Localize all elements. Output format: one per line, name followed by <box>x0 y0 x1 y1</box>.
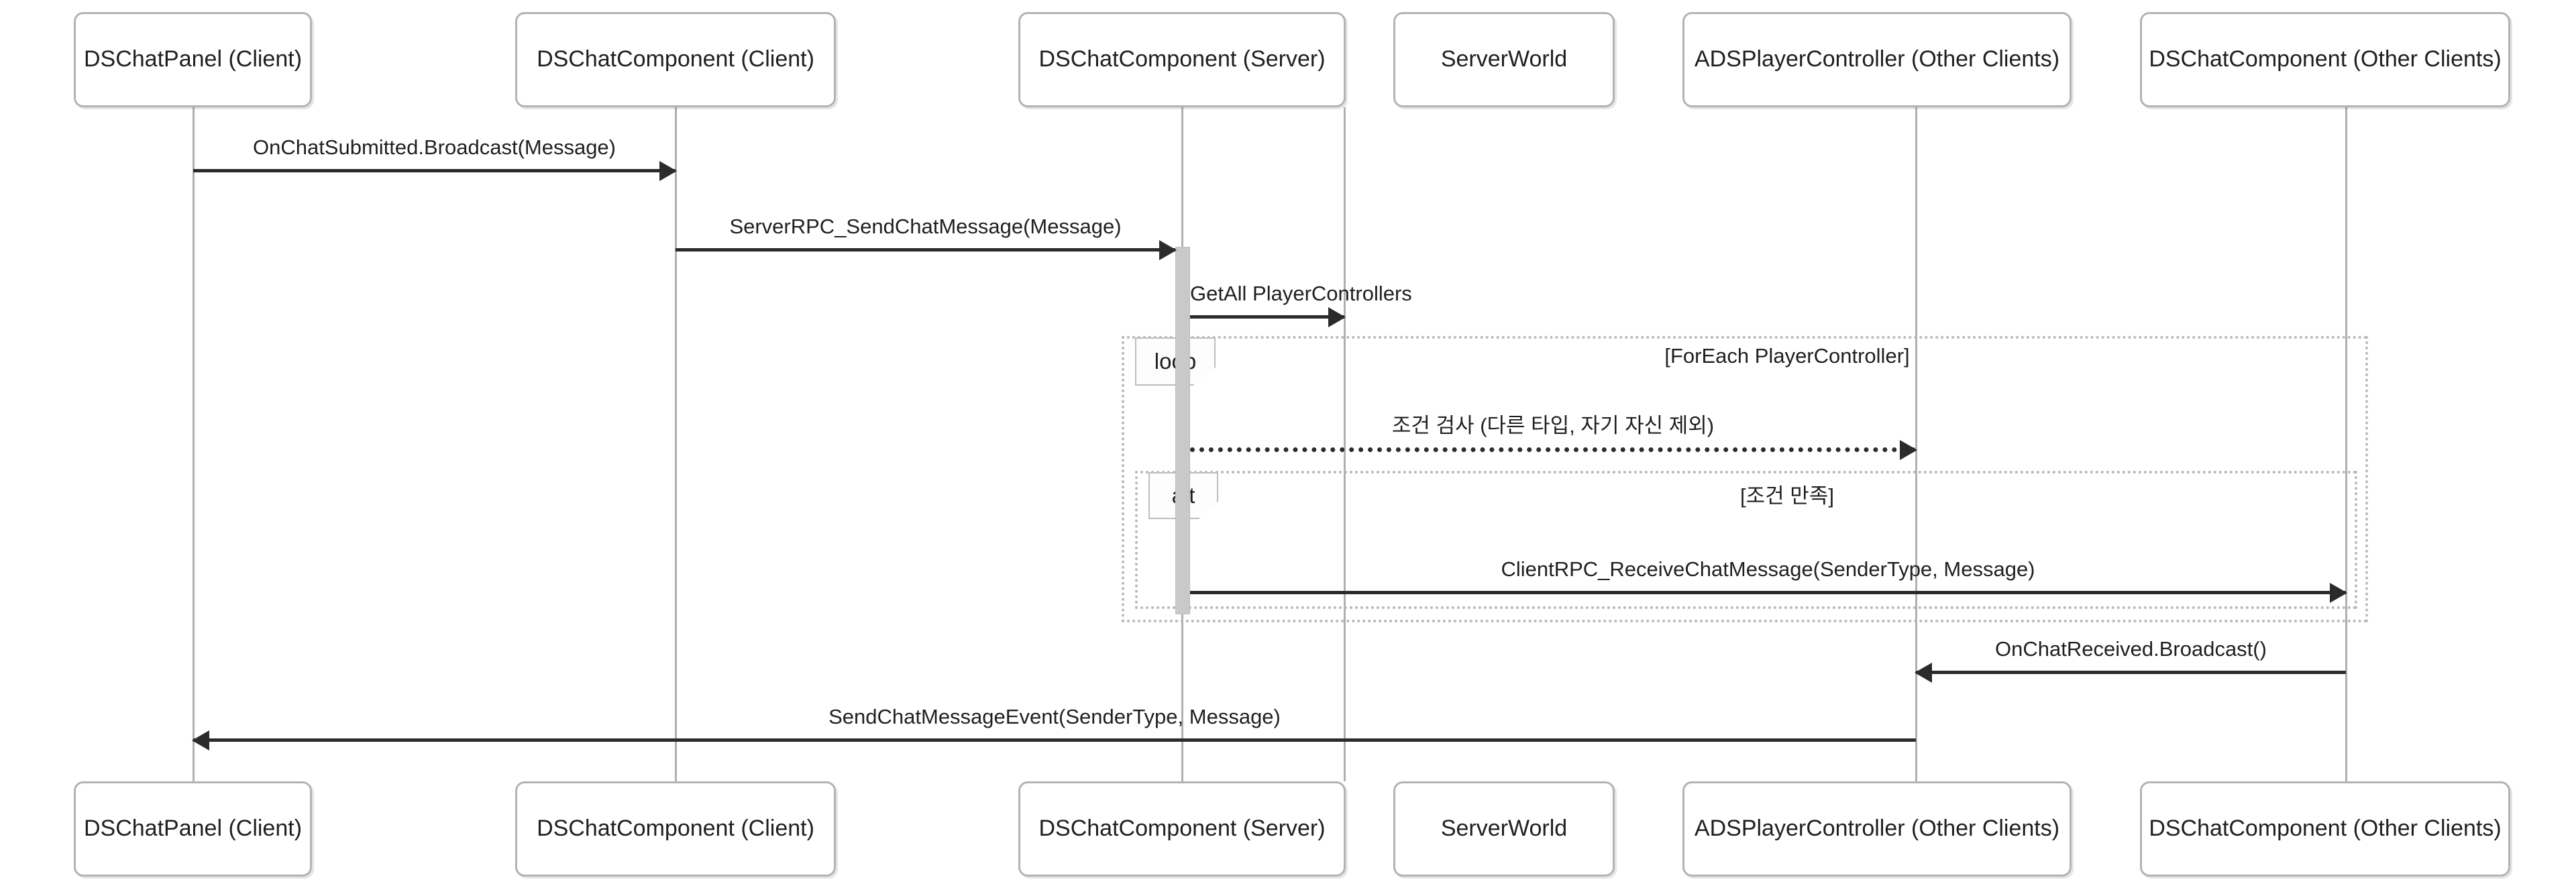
participant-box-serverworld-bottom[interactable]: ServerWorld <box>1393 781 1615 877</box>
message-line <box>1190 315 1344 319</box>
participant-label: DSChatPanel (Client) <box>83 816 303 842</box>
lifeline-chatcomp-others <box>2345 107 2347 781</box>
arrowhead-icon <box>1900 440 1917 460</box>
fragment-alt-frame <box>1135 471 2357 609</box>
lifeline-chatcomp-client <box>675 107 677 781</box>
participant-label: DSChatComponent (Client) <box>537 816 814 842</box>
message-line <box>1190 447 1916 452</box>
message-line <box>193 738 1916 742</box>
lifeline-chatpanel-client <box>193 107 195 781</box>
message-label: OnChatSubmitted.Broadcast(Message) <box>252 135 616 159</box>
message-label: 조건 검사 (다른 타입, 자기 자신 제외) <box>1391 414 1715 437</box>
participant-label: DSChatComponent (Server) <box>1038 816 1326 842</box>
participant-box-chatcomp-others-top[interactable]: DSChatComponent (Other Clients) <box>2140 12 2510 107</box>
participant-label: DSChatComponent (Other Clients) <box>2149 816 2502 842</box>
lifeline-serverworld <box>1344 107 1346 781</box>
message-line <box>676 248 1175 252</box>
participant-label: ADSPlayerController (Other Clients) <box>1694 46 2060 72</box>
fragment-loop-condition: [ForEach PlayerController] <box>1664 344 1910 368</box>
participant-label: DSChatComponent (Other Clients) <box>2149 46 2502 72</box>
participant-label: DSChatComponent (Client) <box>537 46 814 72</box>
arrowhead-icon <box>192 730 209 750</box>
participant-box-ads-playercontroller-bottom[interactable]: ADSPlayerController (Other Clients) <box>1682 781 2072 877</box>
participant-box-chatcomp-client-top[interactable]: DSChatComponent (Client) <box>515 12 836 107</box>
participant-box-chatpanel-client-bottom[interactable]: DSChatPanel (Client) <box>74 781 312 877</box>
fragment-loop-frame <box>1122 336 2368 622</box>
message-line <box>1916 671 2346 674</box>
participant-label: DSChatPanel (Client) <box>83 46 303 72</box>
message-label: ClientRPC_ReceiveChatMessage(SenderType,… <box>1501 557 2035 581</box>
message-label: OnChatReceived.Broadcast() <box>1995 637 2267 661</box>
participant-box-chatcomp-server-bottom[interactable]: DSChatComponent (Server) <box>1018 781 1346 877</box>
participant-label: ServerWorld <box>1440 46 1568 72</box>
participant-label: ADSPlayerController (Other Clients) <box>1694 816 2060 842</box>
message-label: GetAll PlayerControllers <box>1190 282 1412 305</box>
message-label: SendChatMessageEvent(SenderType, Message… <box>828 705 1281 728</box>
message-label: ServerRPC_SendChatMessage(Message) <box>729 215 1122 238</box>
participant-label: ServerWorld <box>1440 816 1568 842</box>
arrowhead-icon <box>1915 663 1932 683</box>
arrowhead-icon <box>1328 307 1346 327</box>
arrowhead-icon <box>2330 583 2347 603</box>
arrowhead-icon <box>1159 240 1177 260</box>
participant-box-serverworld-top[interactable]: ServerWorld <box>1393 12 1615 107</box>
message-line <box>193 169 676 172</box>
participant-box-chatcomp-client-bottom[interactable]: DSChatComponent (Client) <box>515 781 836 877</box>
activation-bar-chatcomp-server <box>1175 247 1190 614</box>
fragment-alt-condition: [조건 만족] <box>1740 484 1834 508</box>
participant-box-ads-playercontroller-top[interactable]: ADSPlayerController (Other Clients) <box>1682 12 2072 107</box>
participant-box-chatpanel-client-top[interactable]: DSChatPanel (Client) <box>74 12 312 107</box>
arrowhead-icon <box>659 161 677 181</box>
participant-box-chatcomp-others-bottom[interactable]: DSChatComponent (Other Clients) <box>2140 781 2510 877</box>
participant-box-chatcomp-server-top[interactable]: DSChatComponent (Server) <box>1018 12 1346 107</box>
message-line <box>1190 591 2346 594</box>
participant-label: DSChatComponent (Server) <box>1038 46 1326 72</box>
